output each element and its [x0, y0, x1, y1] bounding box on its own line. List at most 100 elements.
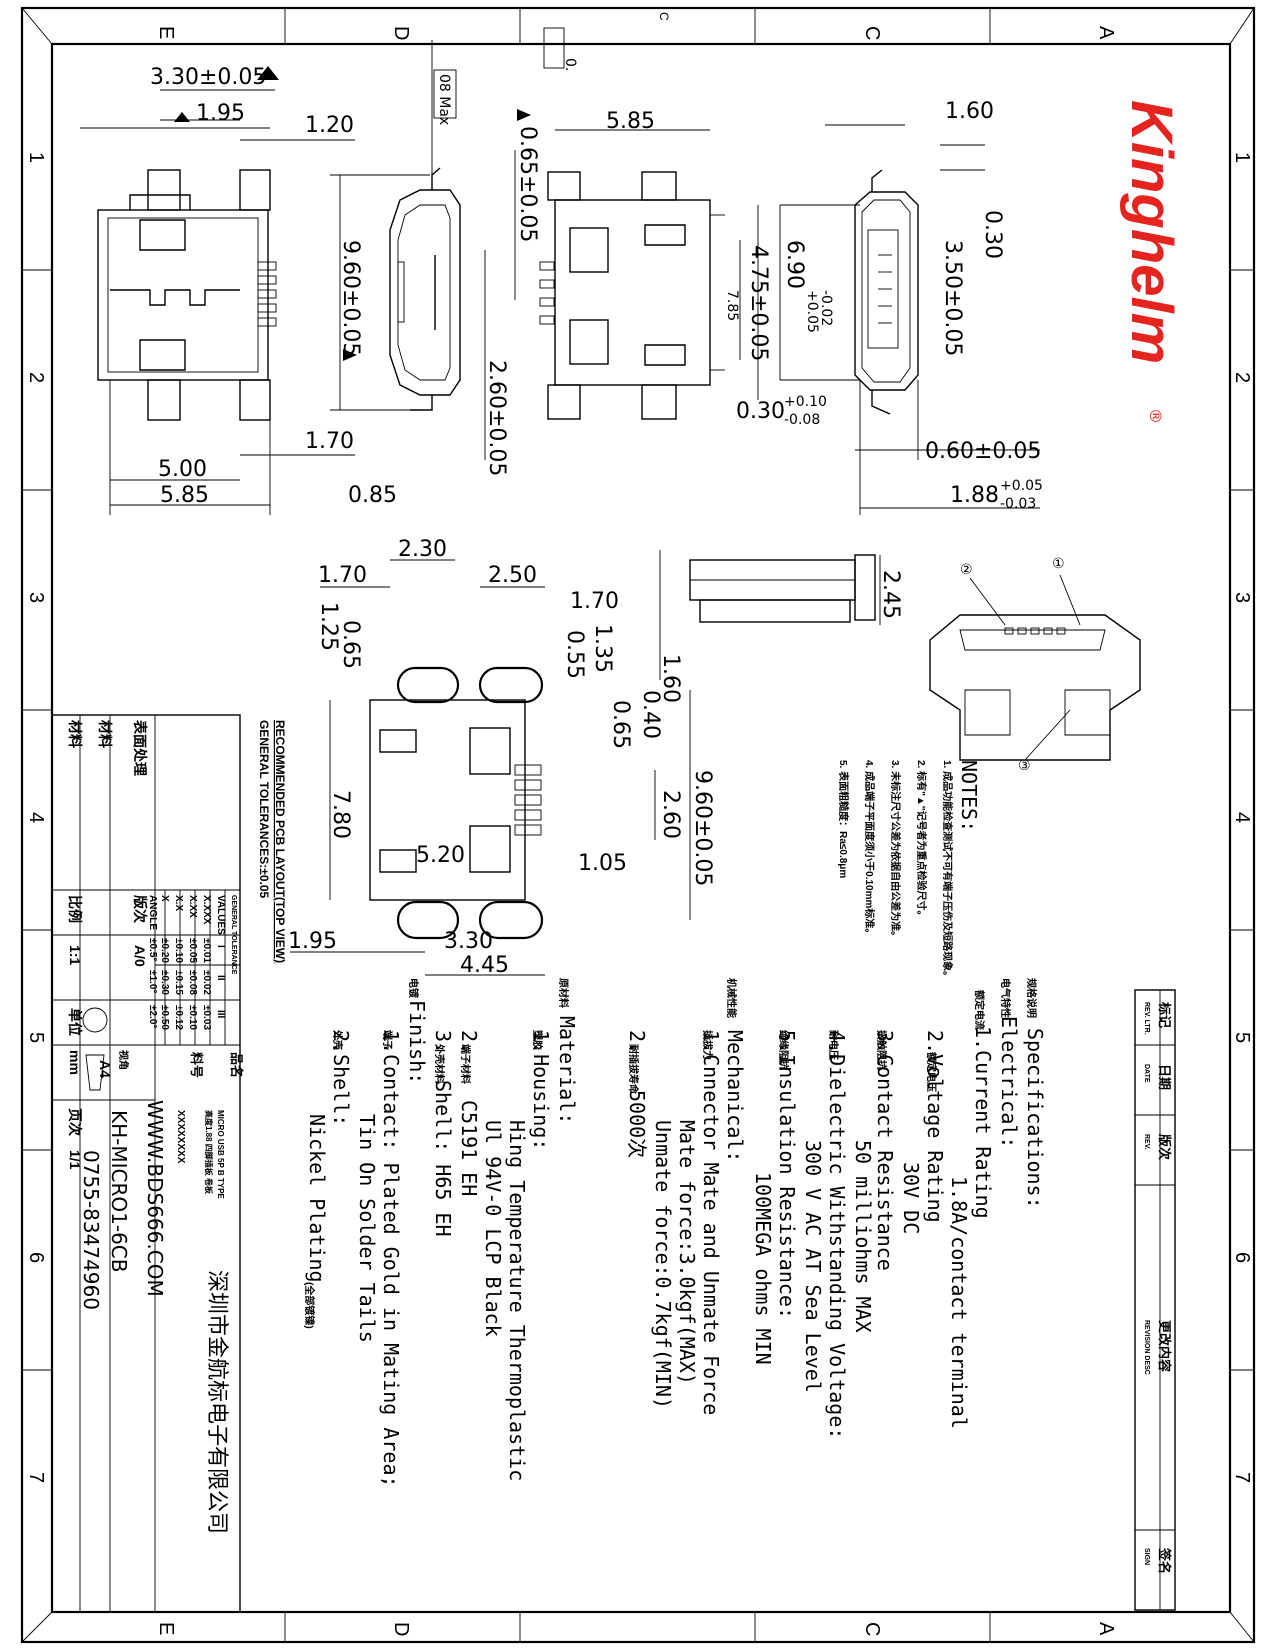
zone-ticks	[22, 8, 1254, 1642]
dim-tr-6-90-sup: +0.05	[804, 290, 820, 333]
iso-label-2: ②	[960, 562, 973, 578]
side-profile-view	[659, 550, 881, 680]
tb-tol-title: GENERAL TOLERANCE	[230, 895, 237, 975]
tb-unit: mm	[67, 1050, 83, 1075]
tb-page-label: 页次	[67, 1108, 83, 1136]
tb-tol-head-1: I	[215, 945, 226, 948]
spec-title: Specifications:	[1023, 1028, 1047, 1209]
rev-col-sign: 签名	[1157, 1547, 1172, 1574]
tb-material-label-2: 材料	[97, 720, 113, 748]
spec-mt3-cn: 外壳材料	[433, 1043, 446, 1084]
spec-e5-value: 100MEGA ohms MIN	[751, 1172, 775, 1365]
dim-tm-0-30: 0.30	[736, 399, 785, 424]
dim-tr-6-90-sub: -0.02	[818, 290, 834, 326]
dim-tr-3-50: 3.50±0.05	[940, 240, 965, 356]
pcb-dim-1-35: 1.35	[590, 624, 615, 673]
spec-mech-cn: 机械性能	[725, 978, 738, 1018]
dim-front-0-65: 0.65±0.05	[515, 126, 540, 242]
brand-registered: ®	[1146, 408, 1165, 424]
pcb-dim-3-30: 3.30	[444, 929, 493, 954]
dim-tm-0-30-sup: +0.10	[784, 394, 827, 410]
dim-tl-1-95: 1.95	[196, 101, 245, 126]
tb-tol-head-2: II	[215, 975, 226, 981]
spec-m1b: Unmate force:0.7kgf(MIN)	[651, 1120, 675, 1409]
zone-row-r-3: 3	[1231, 592, 1253, 603]
spec-f2: 2.Shell:	[329, 1030, 353, 1126]
dim-tl-1-20: 1.20	[305, 113, 354, 138]
spec-e2-cn: 额定电压	[925, 1052, 938, 1092]
spec-f2c: (全部镀镍)	[303, 1282, 316, 1329]
pcb-dim-4-45: 4.45	[460, 953, 509, 978]
tb-tol-r1-1: ±0.05	[187, 938, 198, 963]
rev-col-rev: 版次	[1157, 1134, 1172, 1160]
tb-drawing-no: XXXXXXXX	[175, 1110, 186, 1164]
key-dim-marker	[517, 109, 531, 121]
dim-tr-1-60: 1.60	[945, 99, 994, 124]
tb-page: 1/1	[67, 1150, 83, 1170]
tb-tol-r0-3: ±0.03	[201, 1005, 212, 1030]
tb-name: MICRO USB 5P B TYPE	[216, 1110, 225, 1199]
tb-tol-r0-0: X.XXX	[201, 895, 212, 925]
tb-tol-r4-2: ±1.0°	[147, 970, 158, 993]
spec-mat-cn: 原材料	[557, 978, 570, 1008]
dim-tl-3-30: 3.30±0.05	[150, 65, 266, 90]
zone-col-bot-4: A	[1095, 1622, 1117, 1636]
tb-name-label: 品名	[229, 1052, 244, 1078]
tb-name2: 高度1.88 四脚插板 卷板	[204, 1110, 214, 1195]
pcb-dim-0-65b: 0.65	[608, 700, 633, 749]
tb-proj-label: 视角	[117, 1050, 130, 1070]
spec-m2-cn: 耐插拔寿命	[627, 1044, 640, 1095]
pcb-dim-0-55: 0.55	[562, 630, 587, 679]
key-dim-marker	[174, 112, 190, 122]
zone-col-bot-2: D	[390, 1622, 412, 1636]
spec-mt3: 3.	[431, 1030, 455, 1054]
front-view-drawing	[330, 40, 516, 460]
zone-col-top-3: C	[861, 26, 883, 40]
key-dim-marker	[343, 349, 357, 361]
tb-tol-r2-1: ±0.10	[173, 938, 184, 963]
spec-f1b: Tin On Solder Tails	[355, 1114, 379, 1343]
rev-sub-mark: REV. LTR.	[1143, 1002, 1150, 1035]
tb-tol-head-0: VALUES	[215, 895, 226, 935]
spec-mat: Material:	[555, 1016, 579, 1124]
spec-m1: 1.Cnnector Mate and Unmate Force	[699, 1030, 723, 1415]
pcb-dim-2-30: 2.30	[398, 537, 447, 562]
dim-tr-1-88-sup: +0.05	[1000, 478, 1043, 494]
spec-e3-value: 50 milliohms MAX	[851, 1140, 875, 1333]
dim-tm-7-85: 7.85	[724, 290, 740, 321]
specifications-block: 规格说明 Specifications: 电气特性 Electrical: 额定…	[303, 978, 1047, 1488]
spec-fin-cn: 电镀	[407, 978, 420, 999]
dim-front-9-60: 9.60±0.05	[338, 240, 363, 356]
top-view-drawing	[80, 89, 355, 515]
spec-electrical-cn: 电气特性	[999, 978, 1012, 1018]
tb-drawing-no-label: 料号	[189, 1052, 204, 1078]
rev-sub-desc: REVISION DESC	[1143, 1320, 1150, 1375]
note-1: 1. 成品功能检查测试不可有端子压伤及短路现象。	[941, 760, 954, 981]
spec-mt2-value: C5191 EH	[457, 1100, 481, 1196]
dim-front-2-60: 2.60±0.05	[484, 360, 509, 476]
spec-mt2: 2.	[457, 1030, 481, 1054]
spec-e3: 3.Contact Resistance	[873, 1030, 897, 1271]
spec-e4: 4.Dielectric Withstanding Voltage:	[825, 1030, 849, 1439]
dim-tm-5-85: 5.85	[606, 109, 655, 134]
spec-mt1a: Hing Temperature Thermoplastic	[505, 1120, 529, 1481]
tb-tol-r0-1: ±0.01	[201, 938, 212, 963]
note-5: 5. 表面粗糙度：Ra≤0.8μm	[837, 760, 850, 878]
tb-rev-label: 版次	[132, 895, 148, 923]
revision-block	[1134, 989, 1176, 1611]
pcb-dim-1-60: 1.60	[658, 654, 683, 703]
dim-tr-0-60: 0.60±0.05	[925, 439, 1041, 464]
tb-tol-r2-2: ±0.15	[173, 970, 184, 995]
spec-e1-cn: 额定电流	[973, 990, 986, 1030]
note-2: 2. 标有"▲"记号者为重点检验尺寸。	[915, 760, 928, 921]
spec-e3-cn: 接触阻抗	[875, 1030, 888, 1070]
spec-e1-value: 1.8A/contact terminal	[947, 1176, 971, 1429]
dim-tl-1-70: 1.70	[305, 429, 354, 454]
tb-tol-r1-0: X.XX	[187, 895, 198, 918]
dim-tl-5-85: 5.85	[160, 483, 209, 508]
spec-e5-cn: 绝缘阻抗	[777, 1030, 790, 1070]
zone-row-l-1: 1	[25, 152, 47, 163]
tb-tol-r0-2: ±0.02	[201, 970, 212, 995]
zone-row-r-6: 6	[1231, 1252, 1253, 1263]
iso-label-3: ③	[1018, 758, 1031, 774]
